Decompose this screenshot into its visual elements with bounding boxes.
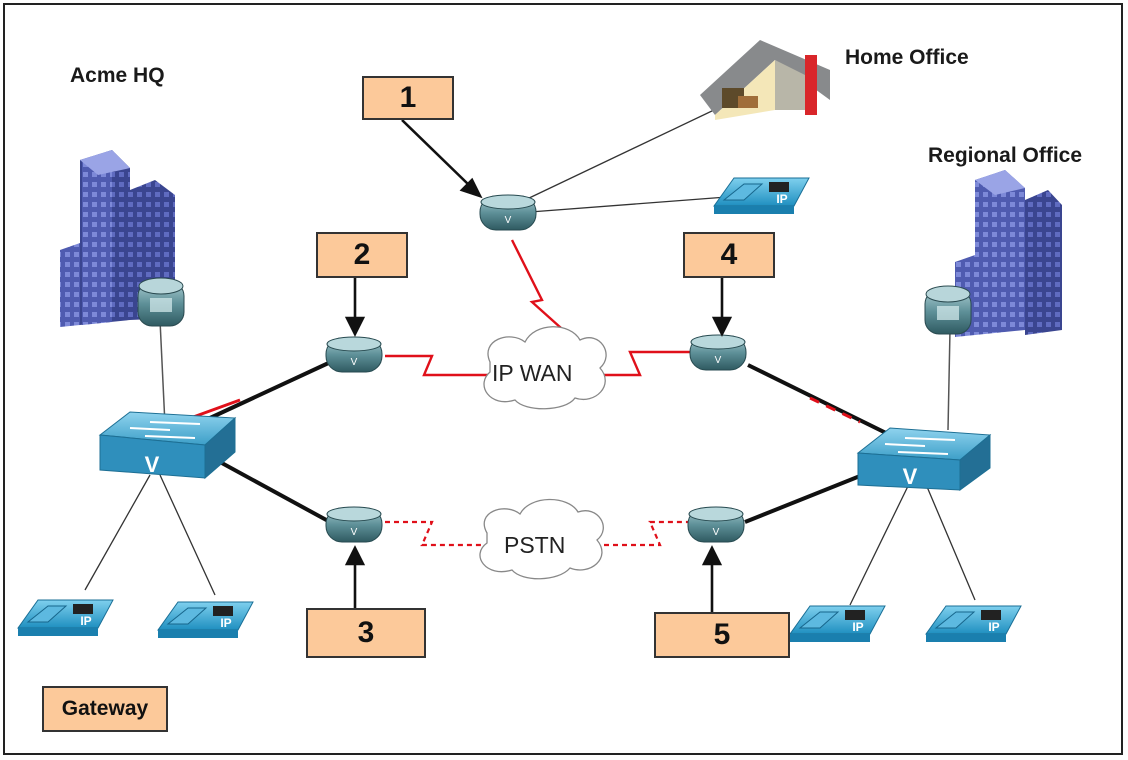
arrow-1-head <box>459 177 483 199</box>
hq-phone-link-2 <box>159 474 216 596</box>
router-4[interactable]: V <box>689 334 747 371</box>
router-2[interactable]: V <box>325 336 383 373</box>
ip-phone-regional-2[interactable]: IP <box>925 605 1022 642</box>
regional-server-link <box>947 329 951 431</box>
ip-phone-hq-2[interactable]: IP <box>157 601 254 638</box>
ip-phone-home[interactable]: IP <box>713 177 810 214</box>
home-office-house-icon <box>700 40 830 120</box>
ip-phone-hq-1-label: IP <box>80 614 91 628</box>
hq-server-link <box>159 319 166 426</box>
pstn-cloud <box>479 498 604 580</box>
diagram-frame <box>3 3 1123 755</box>
hq-call-server-icon <box>137 277 185 327</box>
callout-arrows <box>344 119 733 612</box>
pstn-link-router-3 <box>385 520 495 547</box>
router-3-label: V <box>351 527 358 538</box>
router-2-label: V <box>351 357 358 368</box>
arrow-5-head <box>701 545 723 566</box>
router-home[interactable]: V <box>479 194 537 231</box>
callout-box-2[interactable]: 2 <box>316 232 408 278</box>
arrow-4-head <box>711 316 733 337</box>
router-5[interactable]: V <box>687 506 745 543</box>
ethernet-links <box>84 99 976 606</box>
callout-box-5[interactable]: 5 <box>654 612 790 658</box>
regional-call-server-icon <box>924 285 972 335</box>
regional-phone-link-2 <box>924 481 976 601</box>
hq-switch-label: V <box>145 452 160 477</box>
regional-phone-link-1 <box>849 481 911 606</box>
regional-switch-label: V <box>903 464 918 489</box>
ip-wan-cloud <box>483 326 607 410</box>
regional-wan-stub <box>809 396 861 424</box>
callout-box-4[interactable]: 4 <box>683 232 775 278</box>
wan-link-router-4 <box>600 350 700 377</box>
router-4-label: V <box>715 355 722 366</box>
ip-phone-regional-1[interactable]: IP <box>789 605 886 642</box>
home-router-to-house <box>524 99 736 201</box>
hq-phone-link-1 <box>84 474 151 591</box>
pstn-link-router-5 <box>595 520 690 547</box>
ip-phone-regional-2-label: IP <box>988 620 999 634</box>
home-office-label: Home Office <box>845 46 969 69</box>
regional-switch[interactable]: V <box>856 427 992 491</box>
callout-box-1[interactable]: 1 <box>362 76 454 120</box>
pstn-label: PSTN <box>504 532 566 558</box>
acme-hq-label: Acme HQ <box>70 64 165 87</box>
home-router-to-phone <box>529 195 741 213</box>
hq-switch-to-router-3 <box>219 460 331 524</box>
arrow-3-head <box>344 545 366 566</box>
regional-office-label: Regional Office <box>928 144 1083 167</box>
callout-box-3[interactable]: 3 <box>306 608 426 658</box>
ip-wan-label: IP WAN <box>492 360 573 386</box>
hq-switch-to-router-2 <box>209 358 336 420</box>
gateway-legend: Gateway <box>42 686 168 732</box>
ip-phone-regional-1-label: IP <box>852 620 863 634</box>
router-3[interactable]: V <box>325 506 383 543</box>
hq-switch[interactable]: V <box>98 411 237 480</box>
pstn-links <box>385 520 690 547</box>
router-5-label: V <box>713 527 720 538</box>
wan-link-home <box>510 239 581 346</box>
router-home-label: V <box>505 215 512 226</box>
ip-phone-hq-2-label: IP <box>220 616 231 630</box>
regional-switch-to-router-4 <box>747 363 891 437</box>
arrow-1 <box>401 119 471 187</box>
ip-phone-home-label: IP <box>776 192 787 206</box>
ip-phone-hq-1[interactable]: IP <box>17 599 114 636</box>
arrow-2-head <box>344 316 366 337</box>
wan-link-router-2 <box>385 354 490 377</box>
regional-switch-to-router-5 <box>744 468 876 524</box>
